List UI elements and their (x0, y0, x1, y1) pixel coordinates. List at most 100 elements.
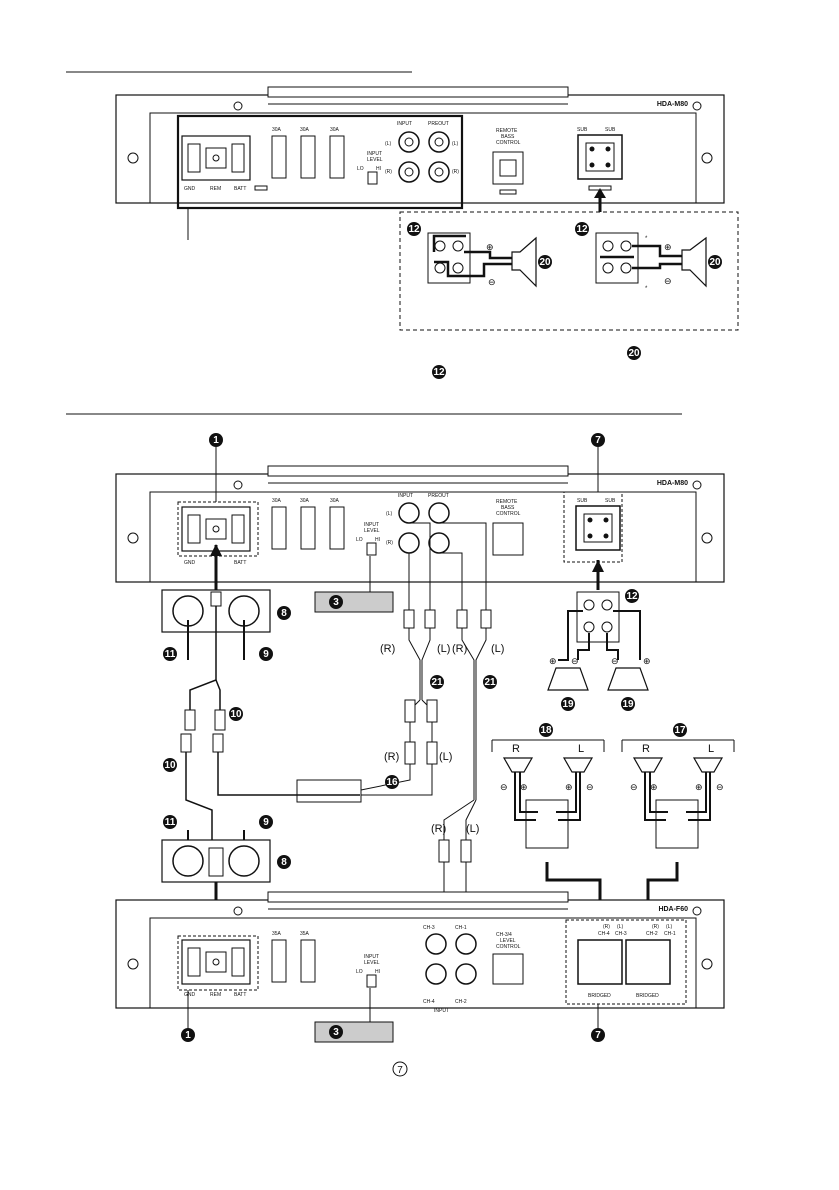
svg-text:30A: 30A (330, 127, 340, 133)
rca-cables-top (403, 522, 492, 800)
svg-text:⊖: ⊖ (586, 782, 594, 792)
amp-top-figure-1: HDA-M80 GND REM BATT 30A 30A 30A INPUT L… (115, 86, 725, 240)
fuse-group: 30A 30A 30A (271, 127, 345, 179)
svg-text:INPUT: INPUT (367, 151, 382, 157)
grommet-bottom (161, 839, 271, 883)
svg-text:(R): (R) (385, 169, 392, 175)
speaker-pair-18: 18 R L ⊖ ⊕ ⊕ ⊖ (491, 723, 605, 849)
svg-text:20: 20 (539, 257, 551, 268)
subwoofer-speaker-icon (547, 667, 589, 691)
svg-text:(R): (R) (386, 540, 393, 546)
svg-text:10: 10 (230, 709, 242, 720)
power-terminal-block (181, 135, 251, 181)
svg-text:12: 12 (626, 591, 638, 602)
input-r-jack (398, 161, 420, 183)
svg-text:19: 19 (622, 699, 634, 710)
svg-text:(R): (R) (603, 924, 610, 930)
svg-text:(L): (L) (466, 823, 479, 835)
svg-text:R: R (512, 743, 520, 755)
subwoofer-speaker-icon (681, 236, 707, 288)
svg-text:CH-4: CH-4 (598, 931, 610, 937)
input-level-note-box (314, 591, 394, 613)
svg-text:30A: 30A (272, 127, 282, 133)
note-icon-20 (627, 346, 641, 360)
svg-text:17: 17 (674, 725, 686, 736)
svg-text:21: 21 (431, 677, 443, 688)
svg-text:BRIDGED: BRIDGED (588, 993, 611, 999)
amp-model-label: HDA-M80 (657, 101, 688, 108)
amp-bottom: HDA-F60 GND REM BATT 35A 35A INPUT LEVEL… (115, 891, 725, 1014)
svg-text:⊕: ⊕ (695, 782, 703, 792)
svg-text:⊕: ⊕ (664, 242, 672, 252)
svg-text:LEVEL: LEVEL (500, 938, 516, 944)
svg-text:7: 7 (595, 1030, 601, 1041)
svg-text:20: 20 (709, 257, 721, 268)
screw-icon (233, 480, 243, 490)
svg-text:(L): (L) (437, 643, 450, 655)
svg-text:SUB: SUB (605, 498, 616, 504)
batt-label: BATT (234, 186, 246, 192)
screw-icon (233, 101, 243, 111)
svg-text:3: 3 (333, 1027, 339, 1038)
svg-text:⊕: ⊕ (549, 656, 557, 666)
svg-text:*: * (645, 236, 648, 242)
input-level-switch (367, 171, 378, 185)
svg-text:30A: 30A (300, 127, 310, 133)
svg-text:11: 11 (165, 649, 176, 660)
svg-text:30A: 30A (330, 498, 340, 504)
svg-text:3: 3 (333, 597, 339, 608)
screw-icon (127, 532, 139, 544)
svg-text:1: 1 (185, 1030, 191, 1041)
svg-text:30A: 30A (272, 498, 282, 504)
svg-text:12: 12 (433, 367, 445, 378)
svg-text:(L): (L) (386, 511, 392, 517)
svg-text:⊕: ⊕ (486, 242, 494, 252)
note-icon-7 (392, 1061, 408, 1077)
svg-text:SUB: SUB (605, 127, 616, 133)
svg-text:INPUT: INPUT (397, 121, 412, 127)
connection-panel-highlight (176, 114, 464, 210)
svg-text:18: 18 (540, 725, 552, 736)
svg-text:BRIDGED: BRIDGED (636, 993, 659, 999)
subwoofer-speaker-icon (511, 236, 537, 288)
svg-text:8: 8 (281, 857, 287, 868)
svg-text:R: R (642, 743, 650, 755)
svg-text:GND: GND (184, 992, 196, 998)
svg-text:⊖: ⊖ (630, 782, 638, 792)
preout-r-jack (428, 161, 450, 183)
screw-icon (233, 906, 243, 916)
sub-wiring-option-a: 12 ⊕ ⊖ 20 (407, 222, 552, 288)
svg-text:(L): (L) (439, 751, 452, 763)
svg-text:PREOUT: PREOUT (428, 493, 449, 499)
sub-wiring-option-b: 12 * * ⊕ ⊖ 20 (575, 222, 722, 292)
note-icon-12 (432, 365, 446, 379)
svg-text:12: 12 (576, 224, 588, 235)
screw-icon (701, 958, 713, 970)
svg-text:(L): (L) (491, 643, 504, 655)
svg-text:*: * (645, 286, 648, 292)
svg-text:BATT: BATT (234, 992, 246, 998)
svg-text:SUB: SUB (577, 498, 588, 504)
svg-text:REMOTE: REMOTE (496, 128, 518, 134)
svg-text:⊕: ⊕ (643, 656, 651, 666)
svg-text:SUB: SUB (577, 127, 588, 133)
svg-text:INPUT: INPUT (364, 522, 379, 528)
svg-text:⊖: ⊖ (611, 656, 619, 666)
screw-icon (692, 101, 702, 111)
svg-text:⊕: ⊕ (565, 782, 573, 792)
svg-text:9: 9 (263, 649, 269, 660)
svg-text:HI: HI (375, 969, 380, 975)
svg-text:(R): (R) (452, 643, 467, 655)
svg-text:BASS: BASS (501, 505, 515, 511)
svg-text:CH-1: CH-1 (455, 925, 467, 931)
svg-text:(R): (R) (652, 924, 659, 930)
svg-text:CH-2: CH-2 (455, 999, 467, 1005)
svg-text:(R): (R) (380, 643, 395, 655)
svg-text:CH-3/4: CH-3/4 (496, 932, 512, 938)
svg-text:⊖: ⊖ (571, 656, 579, 666)
svg-text:35A: 35A (300, 931, 310, 937)
subwoofer-speaker-icon (607, 667, 649, 691)
svg-text:19: 19 (562, 699, 574, 710)
svg-text:REM: REM (210, 992, 221, 998)
